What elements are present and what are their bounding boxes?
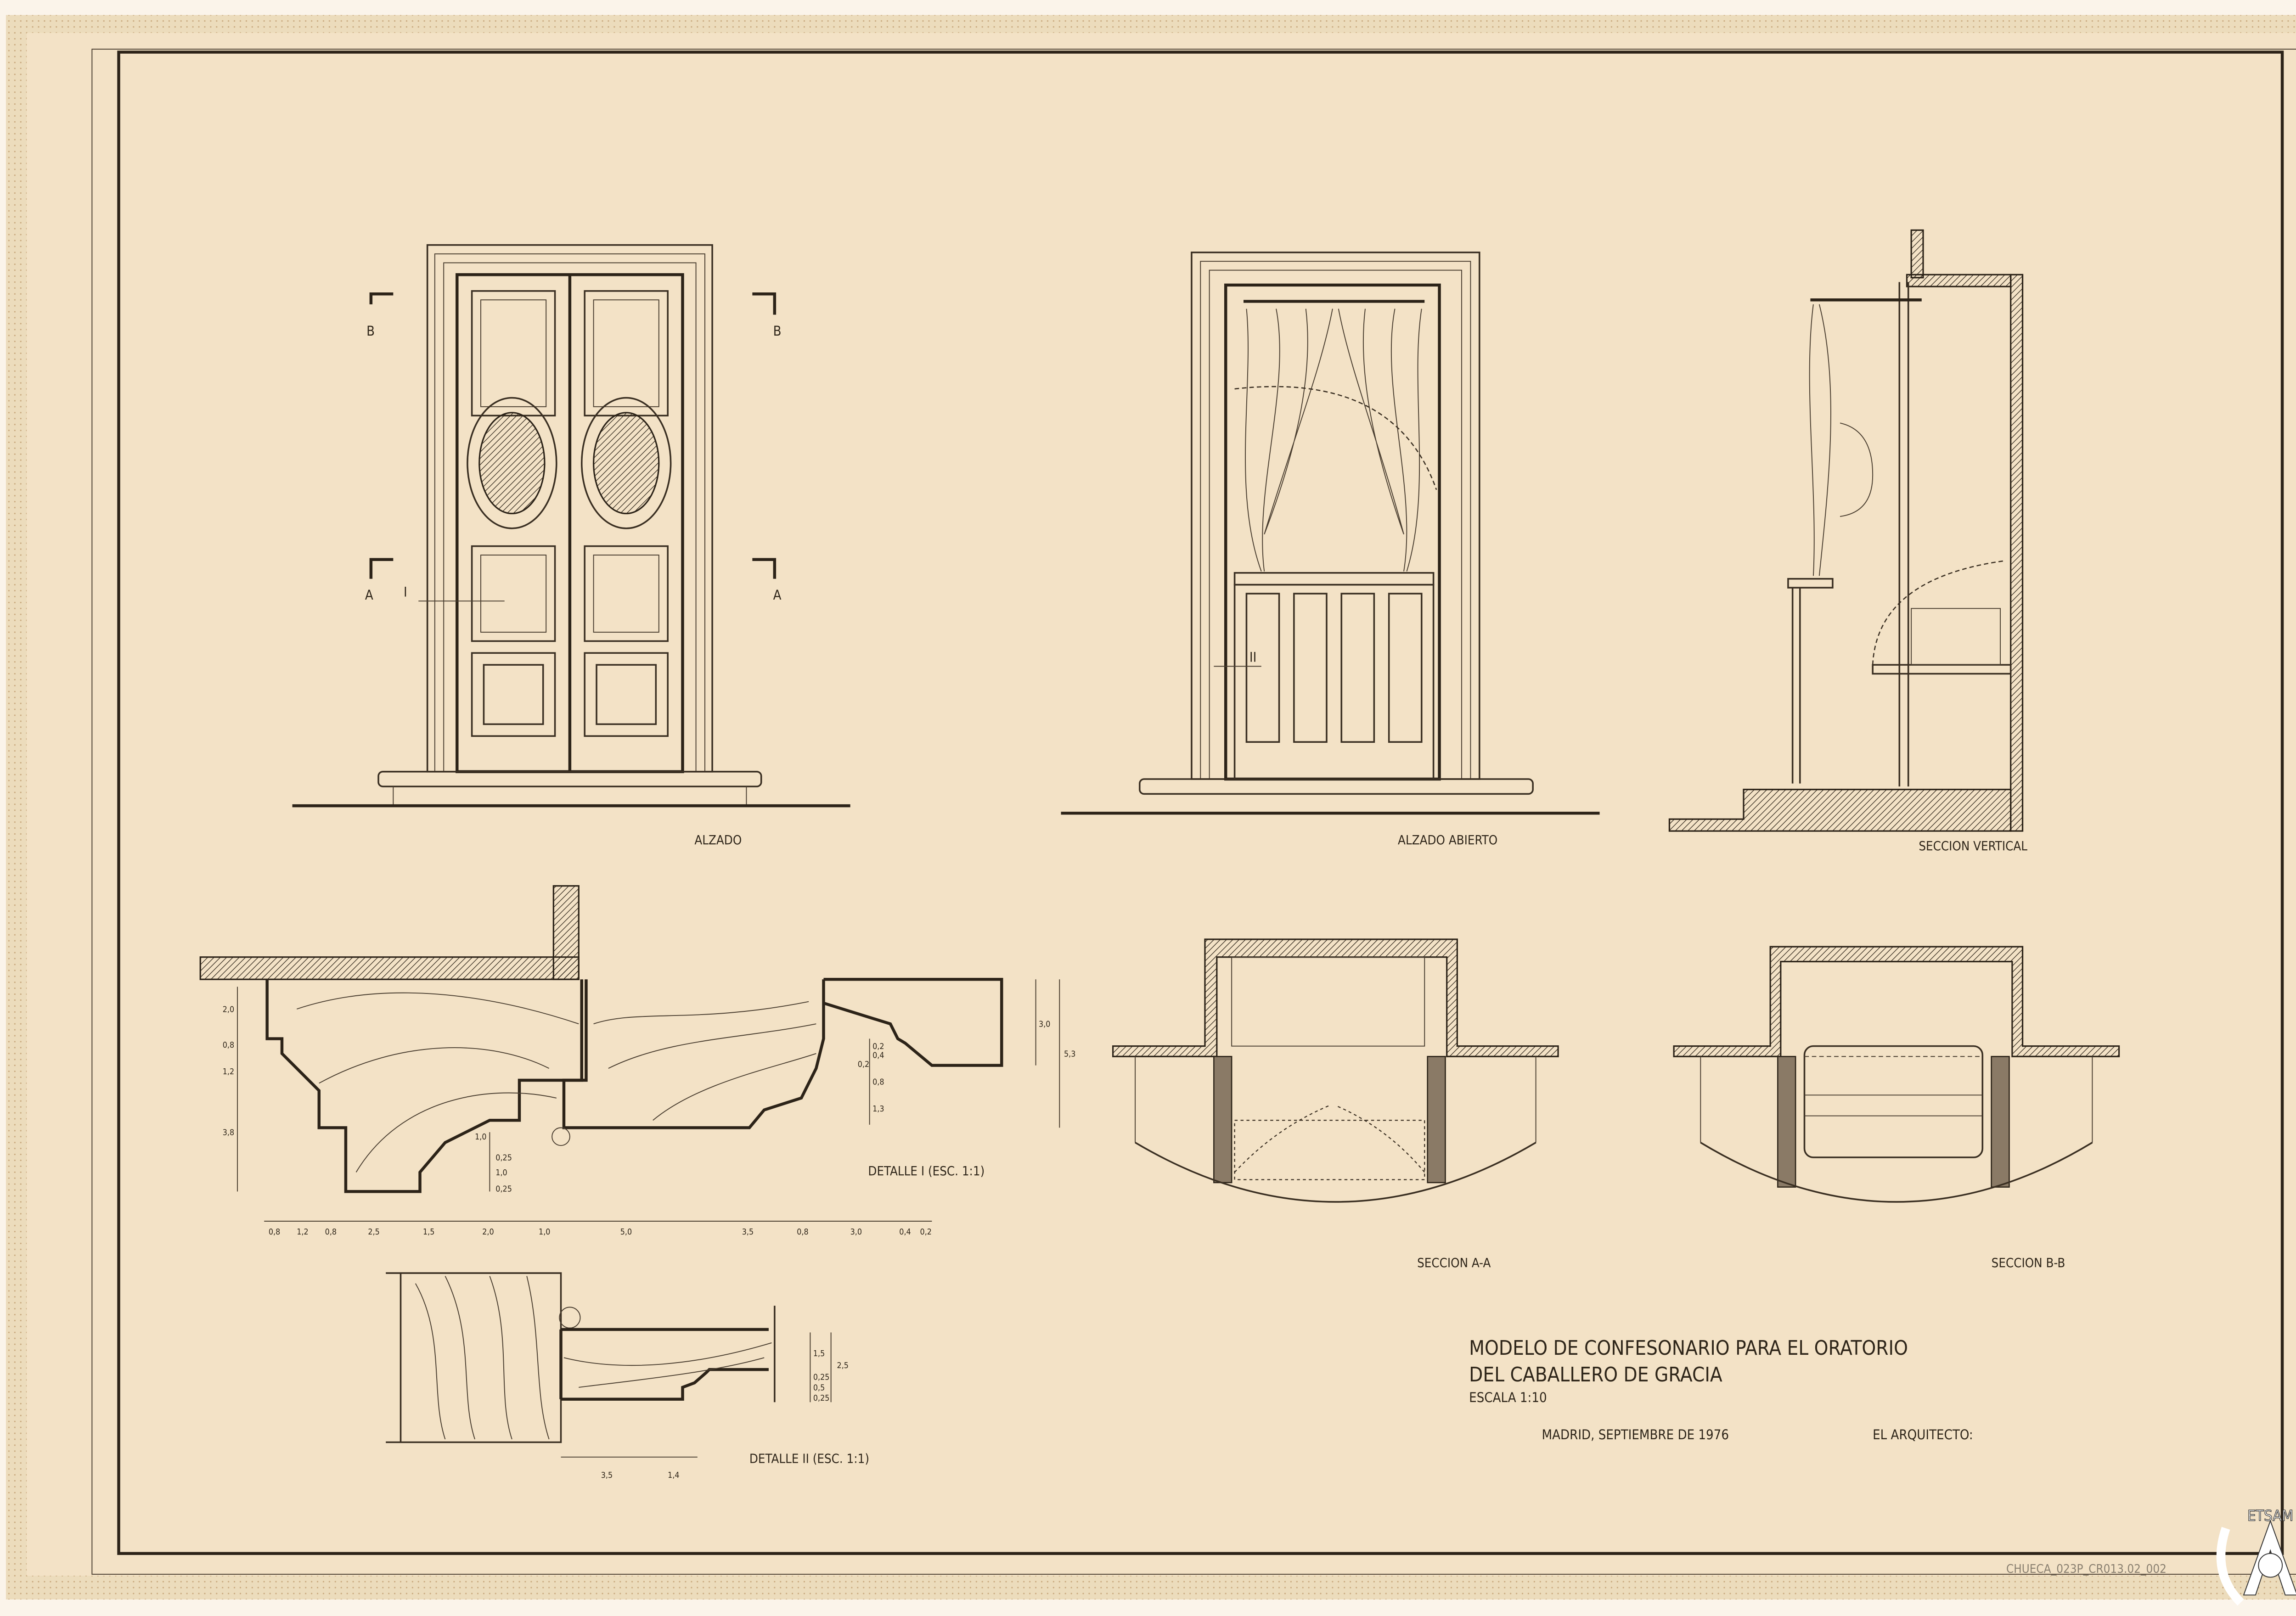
alzado-abierto-elevation [1061,252,1600,815]
dim-right: 0,25 [813,1394,830,1403]
view-label-alzado: ALZADO [694,833,742,847]
detalle-1-dimensions: 2,0 0,8 1,2 3,8 1,0 0,25 1,0 0,25 0,2 0,… [223,1005,1076,1237]
dim-bottom: 5,0 [620,1228,632,1237]
dim-right-inner: 0,8 [872,1078,884,1087]
svg-text:ETSAM: ETSAM [2247,1507,2293,1525]
dim-right: 0,5 [813,1383,825,1392]
alzado-door-elevation [292,244,850,808]
view-label-seccion-vertical: SECCION VERTICAL [1919,839,2027,853]
dim-bottom: 3,5 [601,1471,613,1480]
dim-left: 1,2 [223,1067,234,1077]
dim-bottom: 0,8 [797,1228,808,1237]
etsam-stamp-logo: ETSAM [2216,1507,2296,1606]
architect-signature-label: EL ARQUITECTO: [1873,1427,1973,1442]
dim-right-inner: 1,3 [872,1105,884,1114]
dim-right-outer: 5,3 [1064,1049,1075,1059]
dim-bottom: 1,4 [668,1471,679,1480]
dim-bottom: 0,8 [269,1228,280,1237]
dim-right-inner: 0,2 [858,1060,869,1069]
title-line-2: DEL CABALLERO DE GRACIA [1469,1364,1722,1386]
seccion-aa-section [1112,938,1559,1203]
dim-bottom: 3,5 [742,1228,754,1237]
dim-bottom: 2,5 [368,1228,379,1237]
dim-bottom: 0,4 [899,1228,911,1237]
dim-right-outer: 3,0 [1039,1020,1050,1029]
title-line-1: MODELO DE CONFESONARIO PARA EL ORATORIO [1469,1337,1908,1360]
dim-center: 0,25 [495,1153,512,1162]
archive-code: CHUECA_023P_CR013.02_002 [2006,1562,2167,1576]
view-label-detalle-1: DETALLE I (ESC. 1:1) [868,1164,985,1178]
dim-right: 0,25 [813,1373,830,1382]
detalle-1-profile [199,885,1060,1222]
view-label-alzado-abierto: ALZADO ABIERTO [1398,833,1497,847]
section-marker-b-left: B [366,323,375,339]
detalle-2-dimensions: 1,5 0,25 0,5 0,25 2,5 3,5 1,4 [601,1349,849,1480]
dim-right-inner: 0,4 [872,1051,884,1060]
detail-marker-2: II [1249,650,1256,665]
dim-right: 1,5 [813,1349,825,1358]
dim-right: 2,5 [837,1361,849,1370]
place-date: MADRID, SEPTIEMBRE DE 1976 [1542,1427,1729,1442]
dim-bottom: 1,0 [539,1228,550,1237]
section-marker-b-right: B [773,323,782,339]
detail-marker-1: I [404,584,407,600]
dim-bottom: 0,2 [920,1228,932,1237]
inner-frame [117,50,2284,1555]
dim-left: 2,0 [223,1005,234,1014]
dim-left: 0,8 [223,1041,234,1050]
section-marker-a-left: A [365,587,373,603]
view-label-seccion-aa: SECCION A-A [1417,1256,1491,1270]
view-label-detalle-2: DETALLE II (ESC. 1:1) [749,1452,869,1466]
dim-bottom: 2,0 [482,1228,494,1237]
seccion-bb-section [1673,946,2120,1203]
scale-label: ESCALA 1:10 [1469,1390,1547,1405]
dim-bottom: 0,8 [325,1228,337,1237]
section-marker-a-right: A [773,587,782,603]
dim-center: 0,25 [495,1184,512,1194]
outer-frame [91,49,2296,1575]
dim-bottom: 1,5 [423,1228,434,1237]
dim-bottom: 1,2 [297,1228,308,1237]
seccion-vertical-section [1668,229,2024,832]
dim-right-inner: 0,2 [872,1042,884,1051]
detalle-2-profile [386,1272,832,1458]
dim-center: 1,0 [495,1168,507,1178]
dim-center: 1,0 [475,1133,486,1142]
dim-bottom: 3,0 [850,1228,862,1237]
dim-left: 3,8 [223,1128,234,1138]
view-label-seccion-bb: SECCION B-B [1992,1256,2065,1270]
